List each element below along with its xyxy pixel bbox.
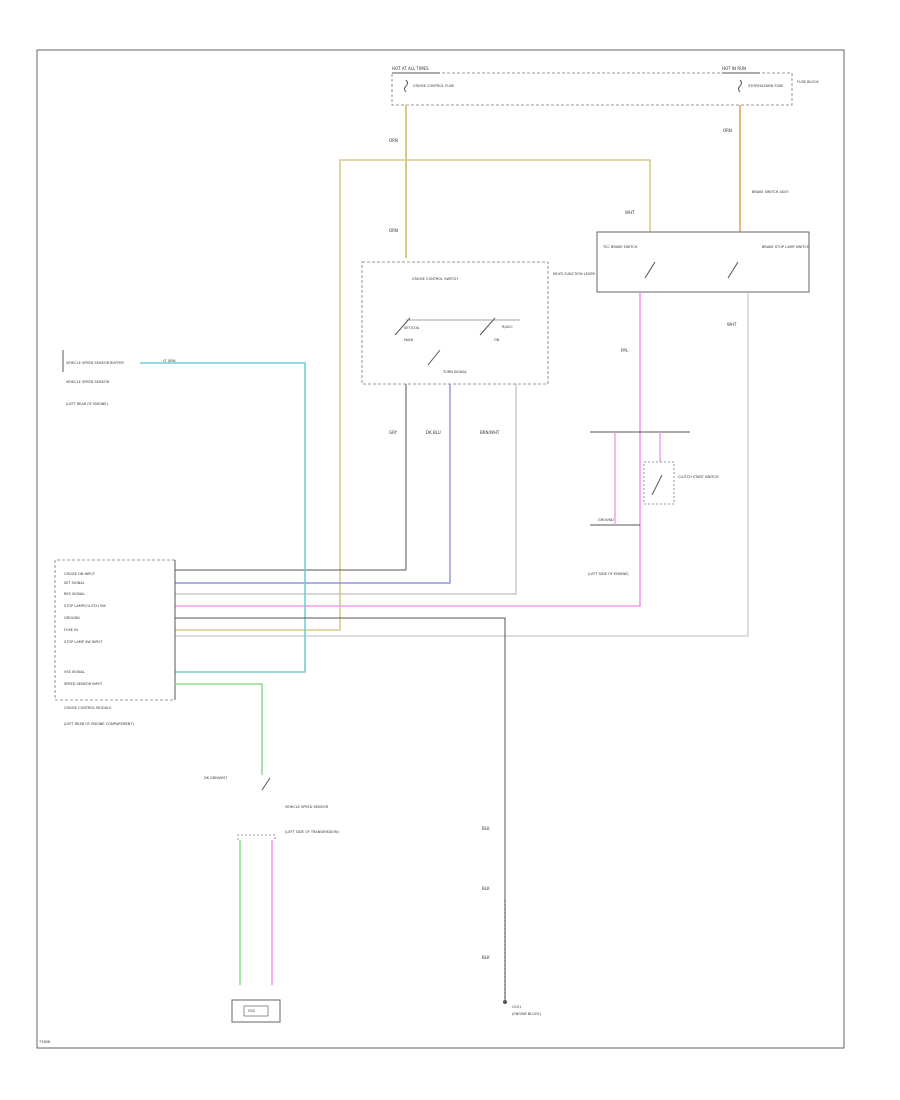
wire-label-blk-2: BLK (482, 886, 490, 891)
wire-label-dkblu: DK BLU (426, 430, 441, 435)
fuse-box-right-label: HOT IN RUN (722, 66, 747, 71)
module-sub-label: (LEFT REAR OF ENGINE COMPARTMENT) (64, 722, 134, 726)
module-pin-9: VSS SIGNAL (64, 670, 85, 674)
wire-tan-loop (175, 159, 651, 631)
wire-label-wht: WHT (727, 322, 737, 327)
fuse-2-label: STOP/HAZARD FUSE (748, 84, 784, 88)
ground-point (503, 1000, 507, 1004)
clutch-switch-box (643, 461, 675, 505)
ground-id-sub-label: (ENGINE BLOCK) (512, 1012, 541, 1016)
fuse-box-left-label: HOT AT ALL TIMES (392, 66, 429, 71)
turn-signal-label: TURN SIGNAL (443, 370, 467, 374)
brake-title-label: BRAKE SWITCH ASSY (752, 190, 789, 194)
wire-label-blk-3: BLK (482, 955, 490, 960)
cruise-switch-box (361, 261, 549, 385)
ground-loc-label: (LEFT SIDE OF ENGINE) (588, 572, 629, 576)
vss-buffer-label: VEHICLE SPEED SENSOR BUFFER (66, 361, 124, 365)
module-title-label: CRUISE CONTROL MODULE (64, 706, 112, 710)
wire-label-lgrn: LT GRN (163, 359, 176, 363)
wire-ground (175, 617, 506, 1000)
vss-box-top (237, 834, 276, 840)
switch-resacc (479, 317, 496, 336)
ground-label: GROUND (598, 518, 614, 522)
fuse-1-label: CRUISE CONTROL FUSE (413, 84, 455, 88)
switch-tcc (644, 261, 656, 279)
vss-switch (261, 777, 271, 791)
wire-label-blk-1: BLK (482, 826, 490, 831)
module-pin-5: GROUND (64, 616, 80, 620)
fuse-block-label: FUSE BLOCK (797, 80, 819, 84)
sw-on-label: ON (494, 338, 500, 342)
wire-label-d: WHT (625, 210, 635, 215)
wire-label-a: ORN (389, 138, 398, 143)
fuse-2-symbol (738, 79, 742, 93)
wire-cyan (140, 362, 306, 673)
wire-gray-right (175, 292, 749, 637)
clutch-switch-contact (651, 474, 663, 496)
vss-sub-label: (LEFT REAR OF ENGINE) (66, 402, 108, 406)
vss-sensor-sub-label: (LEFT SIDE OF TRANSMISSION) (285, 830, 339, 834)
wire-label-dkgrn: DK GRN/WHT (204, 776, 228, 780)
brake-tcc-label: TCC BRAKE SWITCH (603, 245, 638, 249)
module-pin-6: FUSE IN (64, 628, 78, 632)
multi-func-label: MULTI-FUNCTION LEVER (553, 272, 595, 276)
wire-brnwht (175, 384, 517, 595)
module-pin-3: RES SIGNAL (64, 592, 85, 596)
clutch-switch-label: CLUTCH START SWITCH (678, 475, 719, 479)
brake-stop-label: BRAKE STOP LAMP SWITCH (762, 245, 810, 249)
speed-sensor-title-label: VEHICLE SPEED SENSOR (66, 380, 110, 384)
module-pin-4: STOP LAMP/CLUTCH SW (64, 604, 106, 608)
sw-setcoast-label: SET/COA (404, 326, 420, 330)
sw-main-label: MAIN (404, 338, 414, 342)
vss-sensor-inner (243, 1005, 269, 1017)
wire-label-brnwht: BRN/WHT (480, 430, 500, 435)
module-pin-2: SET SIGNAL (64, 581, 85, 585)
module-border (54, 559, 175, 701)
vss-box-label: VSS (248, 1009, 255, 1013)
diagram-frame (36, 49, 845, 1049)
sw-resacc-label: R/ACC (502, 325, 513, 329)
switch-setcoast (394, 317, 411, 336)
module-pin-1: CRUISE ON INPUT (64, 572, 95, 576)
wire-pink (175, 292, 641, 607)
fuse-1-symbol (404, 79, 408, 93)
module-pin-7: STOP LAMP SW INPUT (64, 640, 103, 644)
switch-stop (727, 261, 739, 279)
switch-assy-label: CRUISE CONTROL SWITCH (412, 277, 458, 281)
wire-label-gry: GRY (389, 430, 398, 435)
vss-sensor-label: VEHICLE SPEED SENSOR (285, 805, 329, 809)
wire-green (175, 683, 263, 775)
wire-label-c: ORN (389, 228, 398, 233)
brake-switch-box (596, 231, 810, 293)
footer-code: 77606 (39, 1040, 51, 1044)
switch-main (427, 349, 441, 366)
vss-sensor-box (231, 999, 281, 1023)
wire-dkblu (175, 384, 451, 584)
ground-id-label: G101 (512, 1005, 522, 1009)
module-pin-10: SPEED SENSOR INPUT (64, 682, 103, 686)
fuse-block-box (391, 72, 793, 106)
wire-label-b: ORN (723, 128, 732, 133)
wire-label-ppl: PPL (621, 348, 629, 353)
